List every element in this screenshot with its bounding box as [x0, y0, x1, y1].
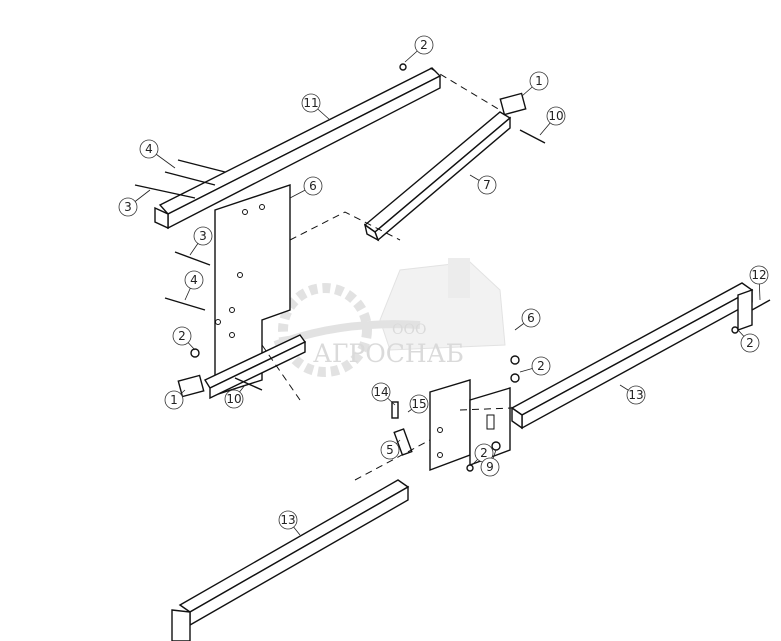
callout-number: 14: [373, 385, 388, 399]
callout-circle: [626, 385, 646, 405]
callout-number: 1: [535, 74, 543, 88]
callout-number: 10: [548, 109, 563, 123]
callout-circle: [749, 265, 769, 285]
watermark-logo: ООО АГРОСНАБ: [273, 258, 506, 377]
callout-7: 7: [469, 174, 497, 195]
callout-circle: [172, 326, 192, 346]
assembly-lines: [261, 67, 513, 481]
callout-4: 4: [184, 270, 204, 301]
callout-number: 10: [226, 392, 241, 406]
callout-circle: [409, 394, 429, 414]
callout-9: 9: [480, 449, 500, 477]
callout-number: 5: [386, 443, 394, 457]
callout-2: 2: [519, 356, 551, 376]
callout-circle: [371, 382, 391, 402]
callout-number: 4: [145, 142, 153, 156]
callout-circle: [529, 71, 549, 91]
beam-short: [177, 334, 307, 400]
callout-1: 1: [521, 71, 549, 97]
callout-number: 13: [628, 388, 643, 402]
callout-number: 15: [411, 397, 426, 411]
callout-circle: [303, 176, 323, 196]
callout-13: 13: [619, 384, 646, 405]
beam-11: [154, 67, 442, 230]
callout-number: 2: [420, 38, 428, 52]
callout-12: 12: [749, 265, 769, 301]
callout-circle: [224, 389, 244, 409]
bolts: [134, 63, 771, 472]
beam-7: [363, 92, 527, 242]
callout-circle: [477, 175, 497, 195]
watermark-name: АГРОСНАБ: [313, 339, 464, 368]
callout-11: 11: [301, 93, 331, 121]
callout-circle: [414, 35, 434, 55]
beam-13-bottom: [171, 479, 410, 641]
callout-number: 2: [178, 329, 186, 343]
callout-number: 6: [527, 311, 535, 325]
callout-6: 6: [289, 176, 323, 199]
callout-2: 2: [471, 443, 494, 466]
callout-circle: [480, 457, 500, 477]
callout-number: 4: [190, 273, 198, 287]
callout-number: 6: [309, 179, 317, 193]
callout-circle: [546, 106, 566, 126]
callout-circle: [164, 390, 184, 410]
callout-3: 3: [189, 226, 213, 256]
callout-number: 2: [746, 336, 754, 350]
callout-13: 13: [278, 510, 301, 536]
bracket-plate: [429, 379, 511, 472]
beam-13-right: [510, 282, 754, 430]
callout-10: 10: [224, 384, 246, 409]
callout-14: 14: [371, 382, 396, 406]
callout-number: 1: [170, 393, 178, 407]
callout-circle: [740, 333, 760, 353]
callout-number: 2: [537, 359, 545, 373]
callout-number: 9: [486, 460, 494, 474]
callout-number: 12: [751, 268, 766, 282]
callout-5: 5: [380, 439, 401, 460]
callout-3: 3: [118, 189, 151, 217]
callout-circle: [193, 226, 213, 246]
callout-circle: [380, 440, 400, 460]
callout-number: 3: [199, 229, 207, 243]
callout-number: 3: [124, 200, 132, 214]
callout-number: 13: [280, 513, 295, 527]
callout-4: 4: [139, 139, 176, 169]
callout-circle: [139, 139, 159, 159]
callout-number: 7: [483, 178, 491, 192]
callout-circle: [118, 197, 138, 217]
callout-1: 1: [164, 389, 186, 410]
callout-2: 2: [172, 326, 196, 351]
watermark-prefix: ООО: [392, 322, 426, 338]
callout-2: 2: [404, 35, 434, 63]
callout-10: 10: [539, 106, 566, 136]
callout-number: 11: [303, 96, 318, 110]
callout-circle: [531, 356, 551, 376]
callout-15: 15: [407, 394, 429, 414]
callout-circle: [278, 510, 298, 530]
callout-circle: [301, 93, 321, 113]
callout-2: 2: [737, 329, 760, 353]
callout-circle: [184, 270, 204, 290]
callout-6: 6: [514, 308, 541, 331]
callout-number: 2: [480, 446, 488, 460]
callout-circle: [521, 308, 541, 328]
